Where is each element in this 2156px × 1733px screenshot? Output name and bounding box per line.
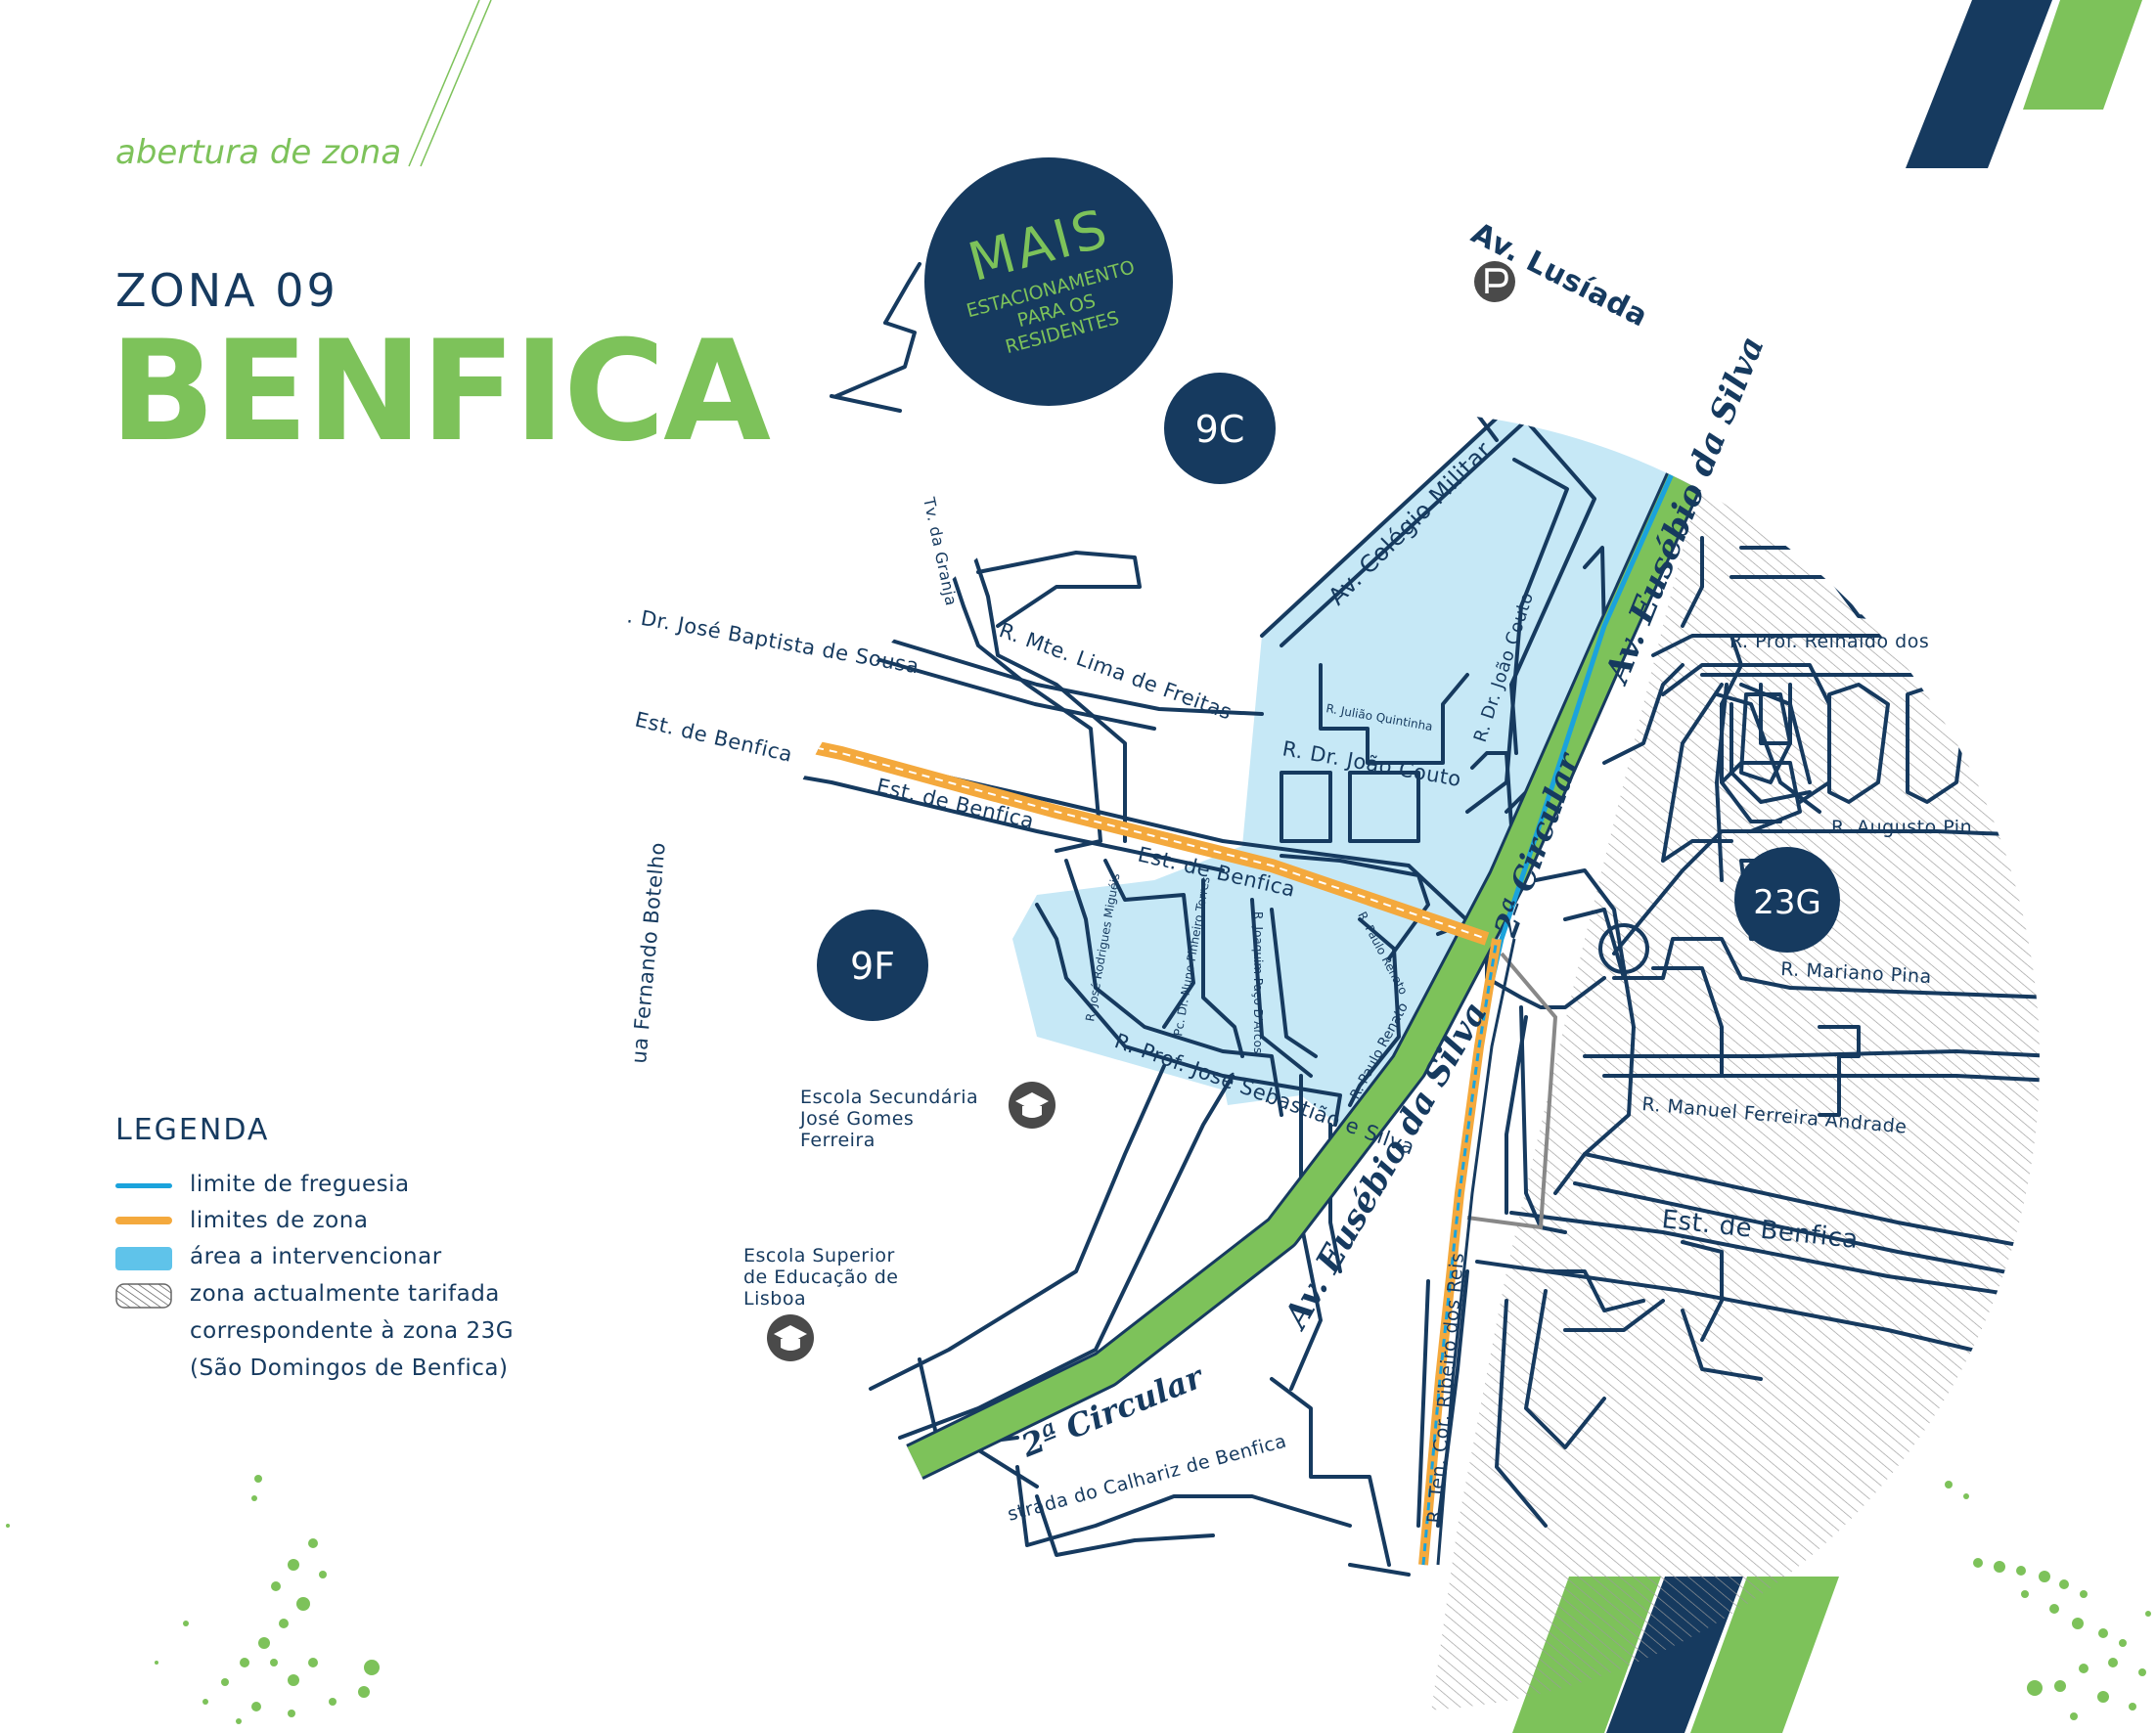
zone-limit-2-dash — [739, 701, 1488, 940]
zone-marker-9f: 9F — [817, 910, 928, 1021]
zone-marker-23g: 23G — [1734, 847, 1840, 953]
legend-freguesia: limite de freguesia — [190, 1172, 410, 1197]
legend-area: área a intervencionar — [190, 1244, 442, 1269]
label-r-prof-reinaldo: R. Prof. Reinaldo dos — [1729, 631, 1929, 652]
school-icon-2 — [767, 1314, 814, 1361]
school-label-1: Escola Secundária José Gomes Ferreira — [799, 1087, 978, 1151]
legend-tarifada: zona actualmente tarifada — [190, 1281, 500, 1307]
svg-text:José Gomes: José Gomes — [799, 1108, 914, 1130]
deco-slash-green-top — [2023, 0, 2142, 110]
svg-text:Ferreira: Ferreira — [800, 1130, 876, 1151]
svg-text:Lisboa: Lisboa — [743, 1288, 806, 1310]
label-r-jose-baptista: . Dr. José Baptista de Sousa — [625, 603, 921, 678]
legend-tarifada-parish: (São Domingos de Benfica) — [190, 1355, 509, 1381]
deco-slash-green-bottom-2 — [1690, 1577, 1839, 1733]
deco-dots-left — [6, 1475, 380, 1724]
legend-title: LEGENDA — [115, 1113, 270, 1147]
label-r-joaquim-paco: R. Joaquim Paço D'Arcos — [1251, 911, 1265, 1053]
svg-text:23G: 23G — [1753, 883, 1821, 922]
school-label-2: Escola Superior de Educação de Lisboa — [743, 1245, 899, 1310]
legend-tarifada-zone: correspondente à zona 23G — [190, 1318, 515, 1344]
zone-label: ZONA 09 — [115, 264, 338, 317]
label-r-augusto-pina: R. Augusto Pin — [1831, 817, 1972, 838]
svg-text:Escola Superior: Escola Superior — [743, 1245, 895, 1266]
label-est-benfica-1: Est. de Benfica — [633, 707, 795, 766]
deco-thin-line-2 — [420, 0, 492, 167]
mais-badge: MAIS ESTACIONAMENTO PARA OS RESIDENTES — [924, 157, 1173, 406]
zone-limit-3-dash — [1421, 938, 1499, 1566]
legend-zona-swatch — [115, 1217, 172, 1224]
label-r-ten-cor: R. Ten. Cor. Ribeiro dos Reis — [1423, 1252, 1468, 1525]
freguesia-limit-casing — [1436, 938, 1516, 1566]
legend-freguesia-swatch — [115, 1183, 172, 1188]
svg-text:de Educação de: de Educação de — [743, 1266, 899, 1288]
deco-thin-line-1 — [408, 0, 480, 167]
road-stubs-left — [830, 262, 921, 413]
school-icon-1 — [1009, 1082, 1056, 1129]
legend-area-swatch — [115, 1247, 172, 1270]
label-tv-granja: Tv. da Granja — [920, 495, 961, 607]
svg-text:9C: 9C — [1195, 408, 1245, 451]
svg-text:Escola Secundária: Escola Secundária — [800, 1087, 978, 1108]
zone-name-title: BENFICA — [110, 311, 771, 472]
legend-hatch-swatch — [115, 1283, 172, 1309]
zone-connector-line — [1466, 952, 1558, 1230]
svg-text:9F: 9F — [850, 945, 895, 988]
parking-icon — [1474, 261, 1515, 302]
label-rua-fernando-botelho: ua Fernando Botelho — [627, 841, 670, 1064]
legend-zona: limites de zona — [190, 1208, 369, 1233]
zone-marker-9c: 9C — [1164, 373, 1276, 484]
section-label: abertura de zona — [115, 133, 402, 172]
deco-slash-navy-top — [1906, 0, 2052, 168]
area-a-intervencionar — [1012, 411, 1683, 1134]
deco-dots-right — [1945, 1481, 2151, 1720]
